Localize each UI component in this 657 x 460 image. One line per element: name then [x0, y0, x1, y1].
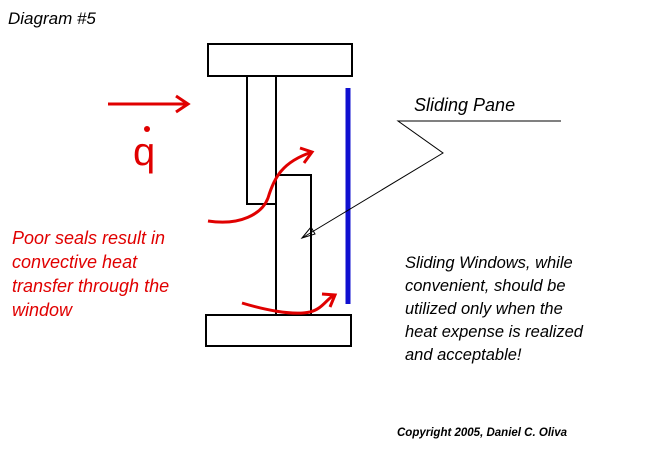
upper-leak-arrowhead	[299, 146, 315, 164]
bottom-frame	[205, 314, 352, 347]
lower-leak-arrowhead	[321, 292, 338, 308]
heat-flow-symbol: q	[133, 130, 156, 174]
seals-line-4: window	[12, 300, 73, 320]
diagram-title: Diagram #5	[8, 9, 96, 28]
pane-leader-arrowhead	[300, 226, 316, 239]
upper-leak-arrow	[207, 150, 313, 224]
copyright-notice: Copyright 2005, Daniel C. Oliva	[397, 427, 567, 439]
note-line-5: and acceptable!	[405, 346, 522, 364]
upper-sash	[246, 75, 277, 205]
sliding-window-note: Sliding Windows, while convenient, shoul…	[405, 252, 583, 367]
seals-line-1: Poor seals result in	[12, 228, 166, 248]
note-line-4: heat expense is realized	[405, 323, 583, 341]
seals-line-3: transfer through the	[12, 276, 170, 296]
pane-leader-line	[301, 120, 561, 239]
top-frame	[207, 43, 353, 77]
q-dot-mark	[144, 126, 150, 132]
seals-annotation: Poor seals result in convective heat tra…	[12, 226, 169, 322]
lower-sash	[275, 174, 312, 316]
heat-flow-arrowhead	[175, 94, 191, 114]
note-line-2: convenient, should be	[405, 277, 566, 295]
note-line-3: utilized only when the	[405, 300, 563, 318]
sliding-pane-label: Sliding Pane	[414, 95, 516, 115]
note-line-1: Sliding Windows, while	[405, 254, 573, 272]
seals-line-2: convective heat	[12, 252, 138, 272]
lower-leak-arrow	[241, 293, 335, 315]
